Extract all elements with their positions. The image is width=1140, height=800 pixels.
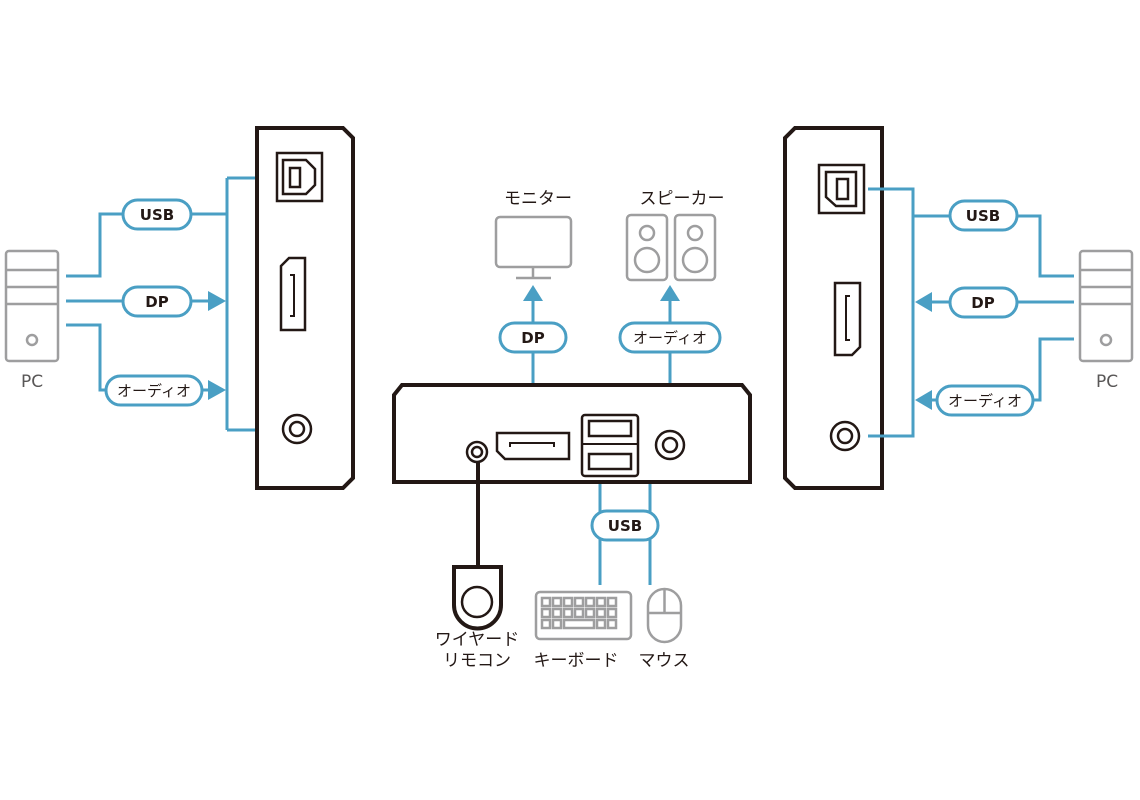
keyboard-key — [584, 596, 596, 608]
keyboard-key — [562, 607, 574, 619]
keyboard-key — [584, 607, 596, 619]
keyboard-key — [540, 596, 552, 608]
right-dp-arrow — [915, 292, 932, 312]
speaker-audio-arrow — [660, 285, 680, 301]
left-pc-icon — [4, 249, 60, 363]
right-audio-pill: オーディオ — [935, 384, 1035, 417]
speaker-audio-pill: オーディオ — [618, 321, 722, 354]
right-usb-pill: USB — [948, 199, 1019, 232]
speaker-icon — [625, 213, 717, 282]
audio-jack-icon — [281, 413, 313, 445]
left-pc-label: PC — [21, 372, 43, 392]
keyboard-key — [595, 596, 607, 608]
monitor-dp-arrow — [523, 285, 543, 301]
right-pc-label: PC — [1096, 372, 1118, 392]
svg-text:DP: DP — [145, 293, 168, 311]
keyboard-key — [562, 596, 574, 608]
keyboard-key — [573, 596, 585, 608]
right-kvm-unit — [783, 126, 884, 490]
remote-label-line1: ワイヤード — [435, 630, 520, 650]
displayport-icon — [279, 256, 307, 332]
keyboard-key — [551, 618, 563, 630]
svg-text:USB: USB — [140, 206, 174, 224]
keyboard-key — [551, 596, 563, 608]
keyboard-key — [540, 607, 552, 619]
svg-text:オーディオ: オーディオ — [948, 392, 1022, 410]
usb-b-port-icon-right — [817, 163, 866, 215]
keyboard-label: キーボード — [534, 651, 619, 671]
speaker-label: スピーカー — [640, 189, 725, 209]
usb-a-ports-icon — [580, 413, 640, 478]
remote-label-line2: リモコン — [443, 651, 511, 671]
mouse-icon — [646, 587, 683, 644]
mouse-label: マウス — [639, 651, 690, 671]
monitor-label: モニター — [504, 189, 572, 209]
left-dp-pill: DP — [121, 285, 193, 318]
left-audio-arrow — [208, 380, 226, 400]
audio-out-jack-icon — [654, 429, 686, 461]
usb-b-port-icon — [275, 151, 324, 203]
displayport-icon-right — [833, 281, 862, 357]
keyboard-key — [606, 618, 618, 630]
keyboard-spacebar — [562, 618, 596, 630]
left-dp-arrow — [208, 291, 226, 311]
svg-text:オーディオ: オーディオ — [633, 329, 707, 347]
wired-remote-icon — [452, 565, 503, 631]
left-audio-pill: オーディオ — [104, 374, 204, 407]
left-cables — [66, 176, 280, 432]
left-usb-pill: USB — [121, 198, 193, 231]
right-pc-icon — [1078, 249, 1134, 363]
keyboard-key — [606, 607, 618, 619]
displayport-out-icon — [495, 431, 571, 461]
svg-text:DP: DP — [521, 329, 544, 347]
console-unit — [392, 383, 752, 484]
remote-jack-icon — [465, 440, 489, 464]
svg-text:USB: USB — [608, 517, 642, 535]
keyboard-key — [606, 596, 618, 608]
svg-text:USB: USB — [966, 207, 1000, 225]
right-audio-arrow — [915, 390, 932, 410]
left-kvm-unit — [255, 126, 355, 490]
audio-jack-icon-right — [829, 420, 861, 452]
monitor-dp-pill: DP — [498, 321, 568, 354]
keyboard-key — [595, 607, 607, 619]
monitor-icon — [494, 215, 573, 280]
keyboard-key — [551, 607, 563, 619]
keyboard-icon — [534, 590, 633, 641]
svg-text:オーディオ: オーディオ — [117, 382, 191, 400]
keyboard-key — [540, 618, 552, 630]
svg-text:DP: DP — [971, 294, 994, 312]
keyboard-key — [595, 618, 607, 630]
console-usb-pill: USB — [590, 509, 660, 542]
keyboard-key — [573, 607, 585, 619]
right-dp-pill: DP — [948, 286, 1019, 319]
